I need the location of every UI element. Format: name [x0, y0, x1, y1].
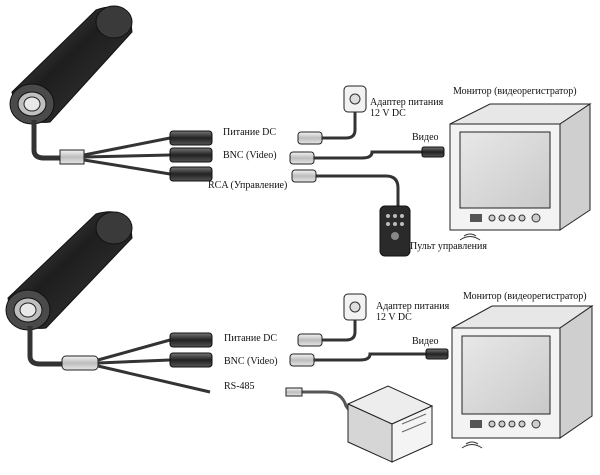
rs485-branch-wire — [97, 364, 211, 394]
rca-connector — [169, 166, 213, 182]
remote-control — [379, 205, 411, 257]
video-cable-2 — [296, 352, 426, 362]
diagram-1 — [9, 5, 592, 257]
bnc-video-plug-1 — [289, 151, 315, 165]
rca-cable-1 — [300, 174, 400, 206]
diagram-2 — [5, 211, 594, 463]
label-power-dc-1: Питание DC — [223, 127, 277, 138]
label-bnc-video-1: BNC (Video) — [223, 150, 277, 161]
computer — [346, 385, 434, 463]
cable-splitter — [59, 149, 85, 165]
rca-plug-1 — [291, 169, 317, 183]
label-video-2: Видео — [412, 336, 439, 347]
bnc-branch-wire-2 — [97, 358, 171, 365]
monitor-1 — [449, 103, 592, 241]
label-monitor-1: Монитор (видеорегистратор) — [453, 86, 577, 97]
power-branch-wire — [83, 136, 171, 157]
bullet-camera-1 — [9, 5, 133, 125]
cable-splitter-2 — [61, 355, 99, 371]
camera-cable-2 — [27, 326, 62, 367]
power-dc-connector-2 — [169, 332, 213, 348]
bullet-camera-2 — [5, 211, 133, 331]
rs485-cable — [292, 390, 354, 415]
label-adapter-1-line1: Адаптер питания — [370, 97, 444, 108]
rca-branch-wire — [83, 158, 171, 176]
bnc-video-plug-2 — [289, 353, 315, 367]
label-adapter-2-line2: 12 V DC — [376, 312, 412, 323]
video-cable-1 — [296, 150, 422, 160]
label-video-1: Видео — [412, 132, 439, 143]
bnc-branch-wire — [83, 153, 171, 159]
label-adapter-2-line1: Адаптер питания — [376, 301, 450, 312]
label-bnc-video-2: BNC (Video) — [224, 356, 278, 367]
power-adapter-2 — [297, 293, 367, 347]
rs485-plug — [285, 387, 303, 397]
monitor-2 — [451, 305, 594, 449]
label-rca-control: RCA (Управление) — [208, 180, 288, 191]
power-dc-connector — [169, 130, 213, 146]
label-rs485: RS-485 — [224, 381, 255, 392]
label-monitor-2: Монитор (видеорегистратор) — [463, 291, 587, 302]
camera-cable — [31, 120, 62, 161]
label-adapter-1-line2: 12 V DC — [370, 108, 406, 119]
power-branch-wire-2 — [97, 338, 171, 362]
bnc-connector — [169, 147, 213, 163]
bnc-connector-2 — [169, 352, 213, 368]
power-adapter-1 — [297, 85, 367, 145]
monitor-video-plug-2 — [425, 348, 449, 360]
label-remote: Пульт управления — [410, 241, 487, 252]
monitor-video-plug-1 — [421, 146, 445, 158]
label-power-dc-2: Питание DC — [224, 333, 278, 344]
